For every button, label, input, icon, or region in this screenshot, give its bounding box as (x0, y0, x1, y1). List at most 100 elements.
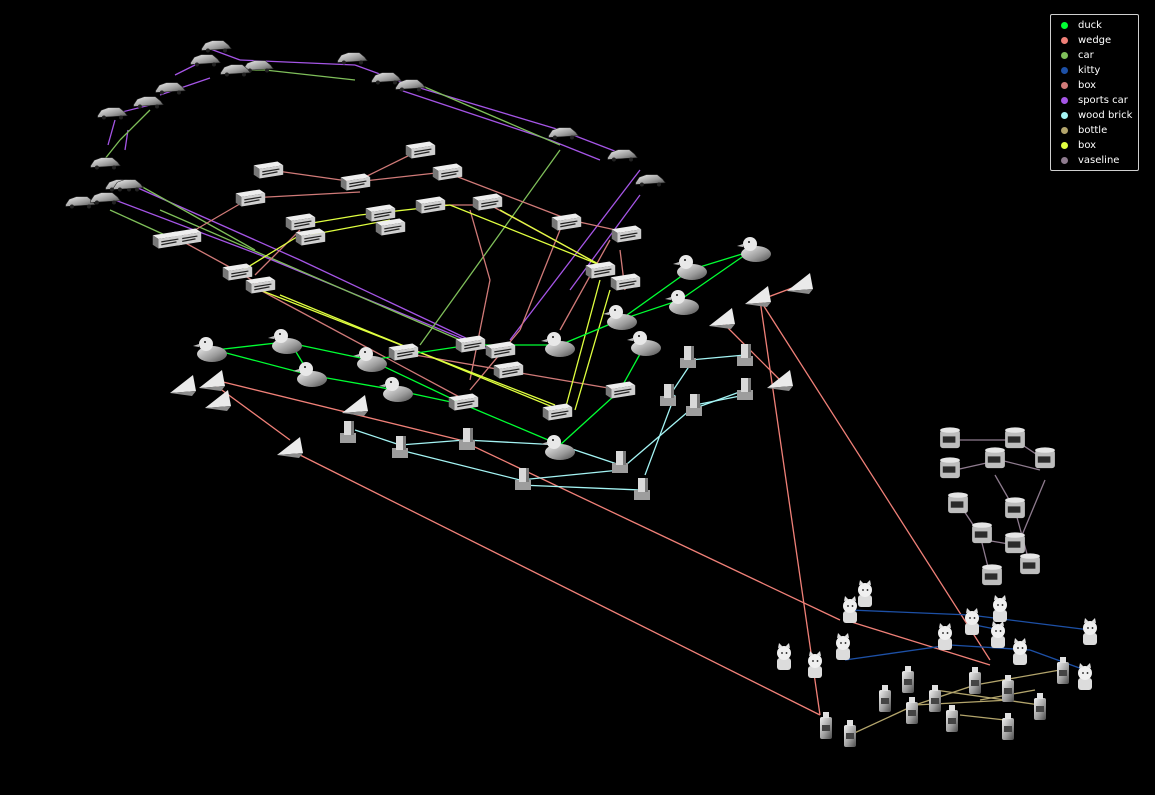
legend-label: wedge (1078, 35, 1112, 46)
box-node (375, 218, 406, 236)
car-node (65, 196, 96, 209)
wood-brick-node (459, 428, 475, 450)
car-node (155, 82, 186, 95)
car-node (90, 192, 121, 205)
vaseline-node (972, 522, 992, 544)
edge-box (179, 239, 236, 271)
legend-marker (1061, 142, 1068, 149)
wedge-node (277, 437, 303, 458)
car-node (90, 157, 121, 170)
car-node (133, 96, 164, 109)
edge-bottle (959, 714, 1006, 721)
wedge-node (709, 308, 735, 329)
duck-node (268, 329, 302, 354)
car-node (337, 52, 368, 65)
vaseline-node (948, 492, 968, 514)
edge-box (499, 209, 601, 266)
legend-item: wood brick (1051, 108, 1138, 123)
bottle-node (1002, 675, 1014, 702)
box-node (493, 361, 524, 379)
box-node (610, 273, 641, 291)
edge-duck (464, 404, 561, 446)
bottle-node (929, 685, 941, 712)
legend-label: box (1078, 140, 1097, 151)
edge-sports-car (409, 84, 561, 131)
vaseline-node (940, 427, 960, 449)
edge-kitty (1029, 649, 1086, 671)
duck-node (673, 255, 707, 280)
edge-wedge (459, 439, 841, 621)
edge-sports-car (299, 259, 471, 341)
legend-marker (1061, 112, 1068, 119)
wood-brick-node (686, 394, 702, 416)
duck-node (379, 377, 413, 402)
duck-node (665, 290, 699, 315)
kitty-node (938, 623, 952, 650)
box-node (152, 231, 183, 249)
edge-kitty (844, 644, 951, 661)
wedge-node (787, 273, 813, 294)
nodes-layer (65, 40, 1097, 747)
box-node (611, 225, 642, 243)
box-node (455, 335, 486, 353)
wedge-node (342, 395, 368, 416)
edge-box (249, 191, 361, 199)
wood-brick-node (612, 451, 628, 473)
wedge-node (205, 390, 231, 411)
box-node (605, 381, 636, 399)
edge-box (574, 289, 611, 411)
wood-brick-node (737, 378, 753, 400)
car-node (190, 54, 221, 67)
legend-item: vaseline (1051, 153, 1138, 168)
edge-box (469, 209, 491, 281)
edge-wedge (214, 379, 461, 441)
legend-label: vaseline (1078, 155, 1120, 166)
car-node (220, 64, 251, 77)
vaseline-node (1020, 553, 1040, 575)
edge-sports-car (119, 179, 301, 261)
wedge-node (767, 370, 793, 391)
edge-kitty (849, 609, 971, 616)
edge-duck (559, 394, 616, 446)
vaseline-node (1005, 427, 1025, 449)
legend-label: kitty (1078, 65, 1101, 76)
edge-vaseline (999, 459, 1041, 471)
edge-sports-car (114, 199, 261, 256)
box-node (222, 263, 253, 281)
wood-brick-node (660, 384, 676, 406)
edge-wedge (844, 619, 991, 666)
edge-duck (619, 269, 691, 321)
kitty-node (836, 633, 850, 660)
box-node (432, 163, 463, 181)
wood-brick-node (392, 436, 408, 458)
kitty-node (777, 643, 791, 670)
edge-box (259, 289, 466, 401)
legend-label: car (1078, 50, 1094, 61)
box-node (285, 213, 316, 231)
edge-sports-car (569, 194, 641, 291)
vaseline-node (985, 447, 1005, 469)
legend-item: box (1051, 78, 1138, 93)
bottle-node (844, 720, 856, 747)
edge-wood-brick (519, 484, 641, 491)
bottle-node (820, 712, 832, 739)
edge-car (419, 84, 561, 146)
edge-box (254, 229, 301, 276)
edge-car (159, 209, 461, 341)
kitty-node (1078, 663, 1092, 690)
bottle-node (902, 666, 914, 693)
legend-item: bottle (1051, 123, 1138, 138)
box-node (472, 193, 503, 211)
legend-marker (1061, 127, 1068, 134)
bottle-node (879, 685, 891, 712)
bottle-node (969, 667, 981, 694)
legend-label: bottle (1078, 125, 1108, 136)
kitty-node (1013, 638, 1027, 665)
legend-label: sports car (1078, 95, 1128, 106)
edge-bottle (849, 704, 916, 736)
edge-wood-brick (619, 409, 691, 471)
legend-item: sports car (1051, 93, 1138, 108)
edge-box (469, 329, 521, 391)
box-node (295, 228, 326, 246)
